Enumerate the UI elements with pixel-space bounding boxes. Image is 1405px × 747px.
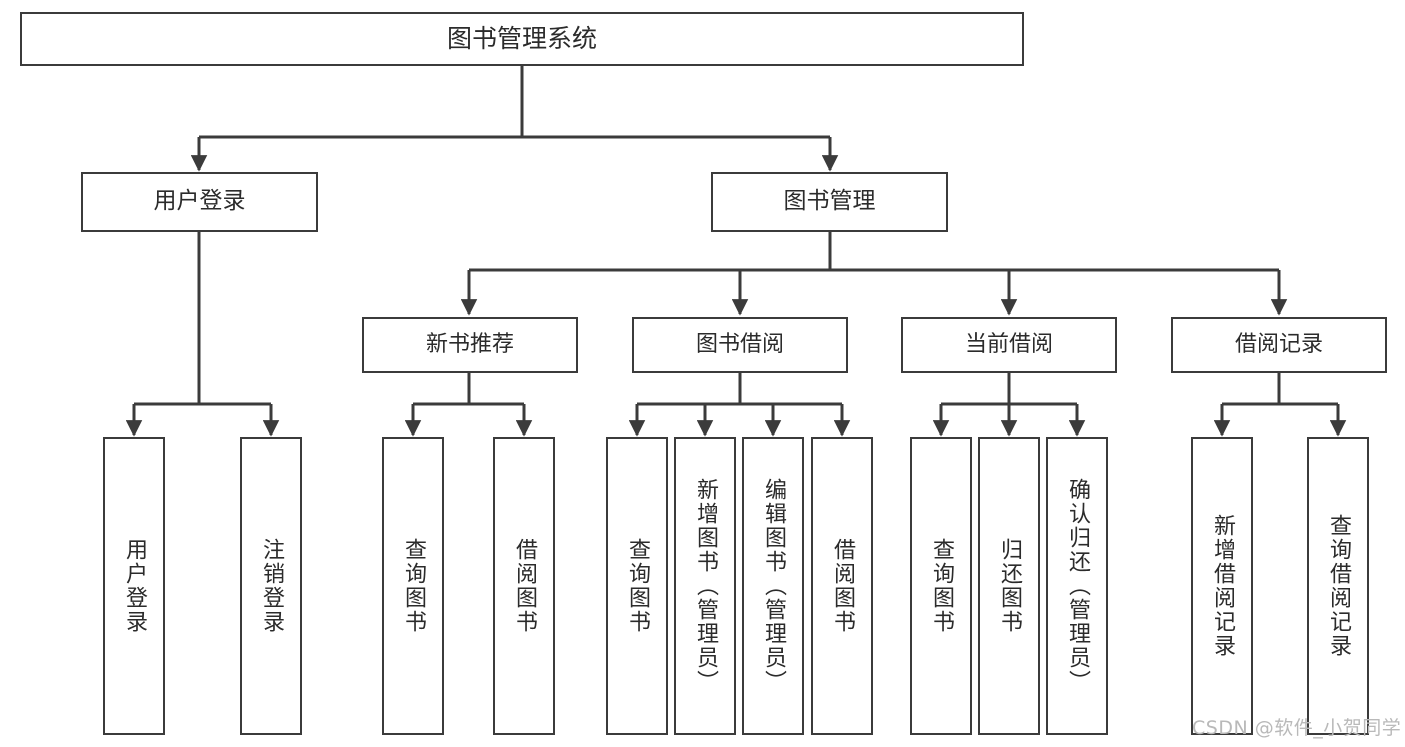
csdn-watermark: CSDN @软件_小贺同学 bbox=[1192, 717, 1402, 739]
node-book-manage-label: 图书管理 bbox=[783, 188, 876, 215]
node-root[interactable]: 图书管理系统 bbox=[20, 12, 1024, 66]
node-leaf-borrow-book-1-label: 借阅图书 bbox=[512, 538, 537, 634]
node-leaf-confirm-return-label: 确认归还（管理员） bbox=[1065, 478, 1090, 694]
node-leaf-logout-label: 注销登录 bbox=[259, 538, 284, 634]
node-new-book-recommend[interactable]: 新书推荐 bbox=[362, 317, 578, 373]
node-leaf-add-book-label: 新增图书（管理员） bbox=[693, 478, 718, 694]
node-leaf-query-book-1[interactable]: 查询图书 bbox=[382, 437, 444, 735]
node-leaf-borrow-book-2-label: 借阅图书 bbox=[830, 538, 855, 634]
node-new-book-recommend-label: 新书推荐 bbox=[425, 332, 514, 358]
node-borrow-record-label: 借阅记录 bbox=[1234, 332, 1323, 358]
node-leaf-logout[interactable]: 注销登录 bbox=[240, 437, 302, 735]
node-leaf-user-login[interactable]: 用户登录 bbox=[103, 437, 165, 735]
node-leaf-query-record[interactable]: 查询借阅记录 bbox=[1307, 437, 1369, 735]
node-book-borrow-label: 图书借阅 bbox=[695, 332, 784, 358]
node-current-borrow-label: 当前借阅 bbox=[964, 332, 1053, 358]
node-leaf-add-record[interactable]: 新增借阅记录 bbox=[1191, 437, 1253, 735]
node-leaf-borrow-book-1[interactable]: 借阅图书 bbox=[493, 437, 555, 735]
node-leaf-add-book[interactable]: 新增图书（管理员） bbox=[674, 437, 736, 735]
node-leaf-query-record-label: 查询借阅记录 bbox=[1326, 514, 1351, 658]
node-leaf-add-record-label: 新增借阅记录 bbox=[1210, 514, 1235, 658]
node-user-login[interactable]: 用户登录 bbox=[81, 172, 318, 232]
node-leaf-edit-book-label: 编辑图书（管理员） bbox=[761, 478, 786, 694]
node-leaf-query-book-2[interactable]: 查询图书 bbox=[606, 437, 668, 735]
node-leaf-query-book-3-label: 查询图书 bbox=[929, 538, 954, 634]
node-leaf-borrow-book-2[interactable]: 借阅图书 bbox=[811, 437, 873, 735]
node-leaf-confirm-return[interactable]: 确认归还（管理员） bbox=[1046, 437, 1108, 735]
node-book-borrow[interactable]: 图书借阅 bbox=[632, 317, 848, 373]
node-root-label: 图书管理系统 bbox=[446, 24, 597, 54]
node-leaf-query-book-1-label: 查询图书 bbox=[401, 538, 426, 634]
node-current-borrow[interactable]: 当前借阅 bbox=[901, 317, 1117, 373]
node-leaf-edit-book[interactable]: 编辑图书（管理员） bbox=[742, 437, 804, 735]
node-leaf-user-login-label: 用户登录 bbox=[122, 538, 147, 634]
node-leaf-query-book-2-label: 查询图书 bbox=[625, 538, 650, 634]
node-book-manage[interactable]: 图书管理 bbox=[711, 172, 948, 232]
node-leaf-query-book-3[interactable]: 查询图书 bbox=[910, 437, 972, 735]
node-leaf-return-book[interactable]: 归还图书 bbox=[978, 437, 1040, 735]
node-leaf-return-book-label: 归还图书 bbox=[997, 538, 1022, 634]
node-borrow-record[interactable]: 借阅记录 bbox=[1171, 317, 1387, 373]
node-user-login-label: 用户登录 bbox=[153, 188, 246, 215]
